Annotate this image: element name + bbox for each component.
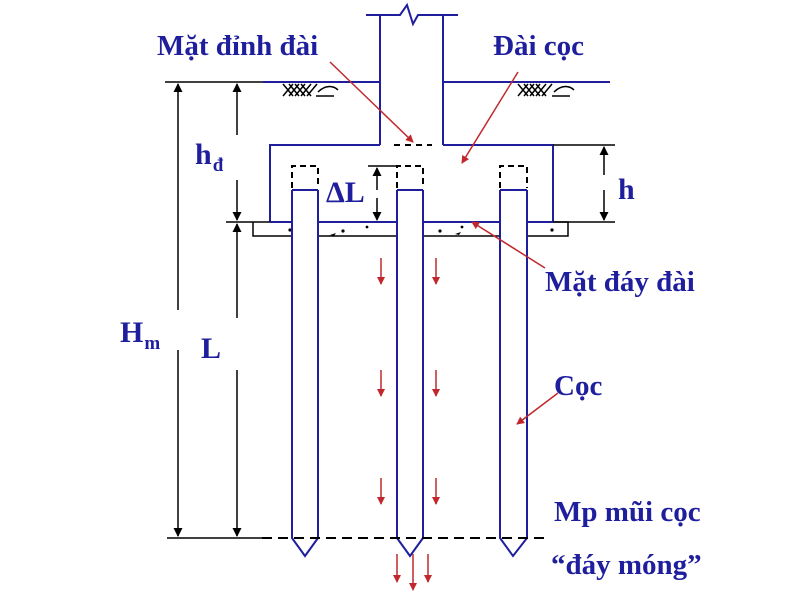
hd-symbol: h — [195, 138, 212, 171]
pile-1 — [291, 189, 319, 558]
soil-hatch-left — [282, 83, 339, 97]
pile-heads-dashed — [291, 165, 528, 188]
label-bottom-face: Mặt đáy đài — [545, 266, 695, 298]
label-L: L — [201, 332, 222, 365]
dimension-h — [553, 144, 615, 223]
label-h: h — [618, 173, 635, 206]
Hm-symbol: H — [120, 316, 144, 349]
dimension-Hm — [165, 81, 263, 537]
label-foundation-base: “đáy móng” — [551, 549, 702, 581]
label-Hm: Hm — [120, 316, 160, 354]
label-pile-tip-plane: Mp mũi cọc — [554, 496, 701, 528]
lean-concrete-dots — [288, 225, 554, 236]
Hm-subscript: m — [144, 333, 161, 354]
pile-2 — [396, 189, 424, 558]
label-deltaL: ΔL — [326, 176, 365, 209]
label-hd: hđ — [195, 138, 223, 176]
pile-cap — [269, 144, 554, 223]
hd-subscript: đ — [212, 155, 224, 176]
label-pile-cap: Đài cọc — [493, 30, 584, 62]
lean-concrete-layer — [252, 221, 569, 237]
label-pile: Cọc — [554, 370, 603, 402]
leader-lines — [329, 61, 559, 425]
soil-hatch-right — [517, 83, 575, 97]
dimension-hd — [226, 83, 253, 223]
label-top-face: Mặt đỉnh đài — [157, 30, 319, 62]
load-arrows — [377, 258, 440, 591]
pile-3 — [499, 189, 528, 558]
column — [366, 2, 458, 145]
dimension-deltaL — [368, 165, 397, 221]
